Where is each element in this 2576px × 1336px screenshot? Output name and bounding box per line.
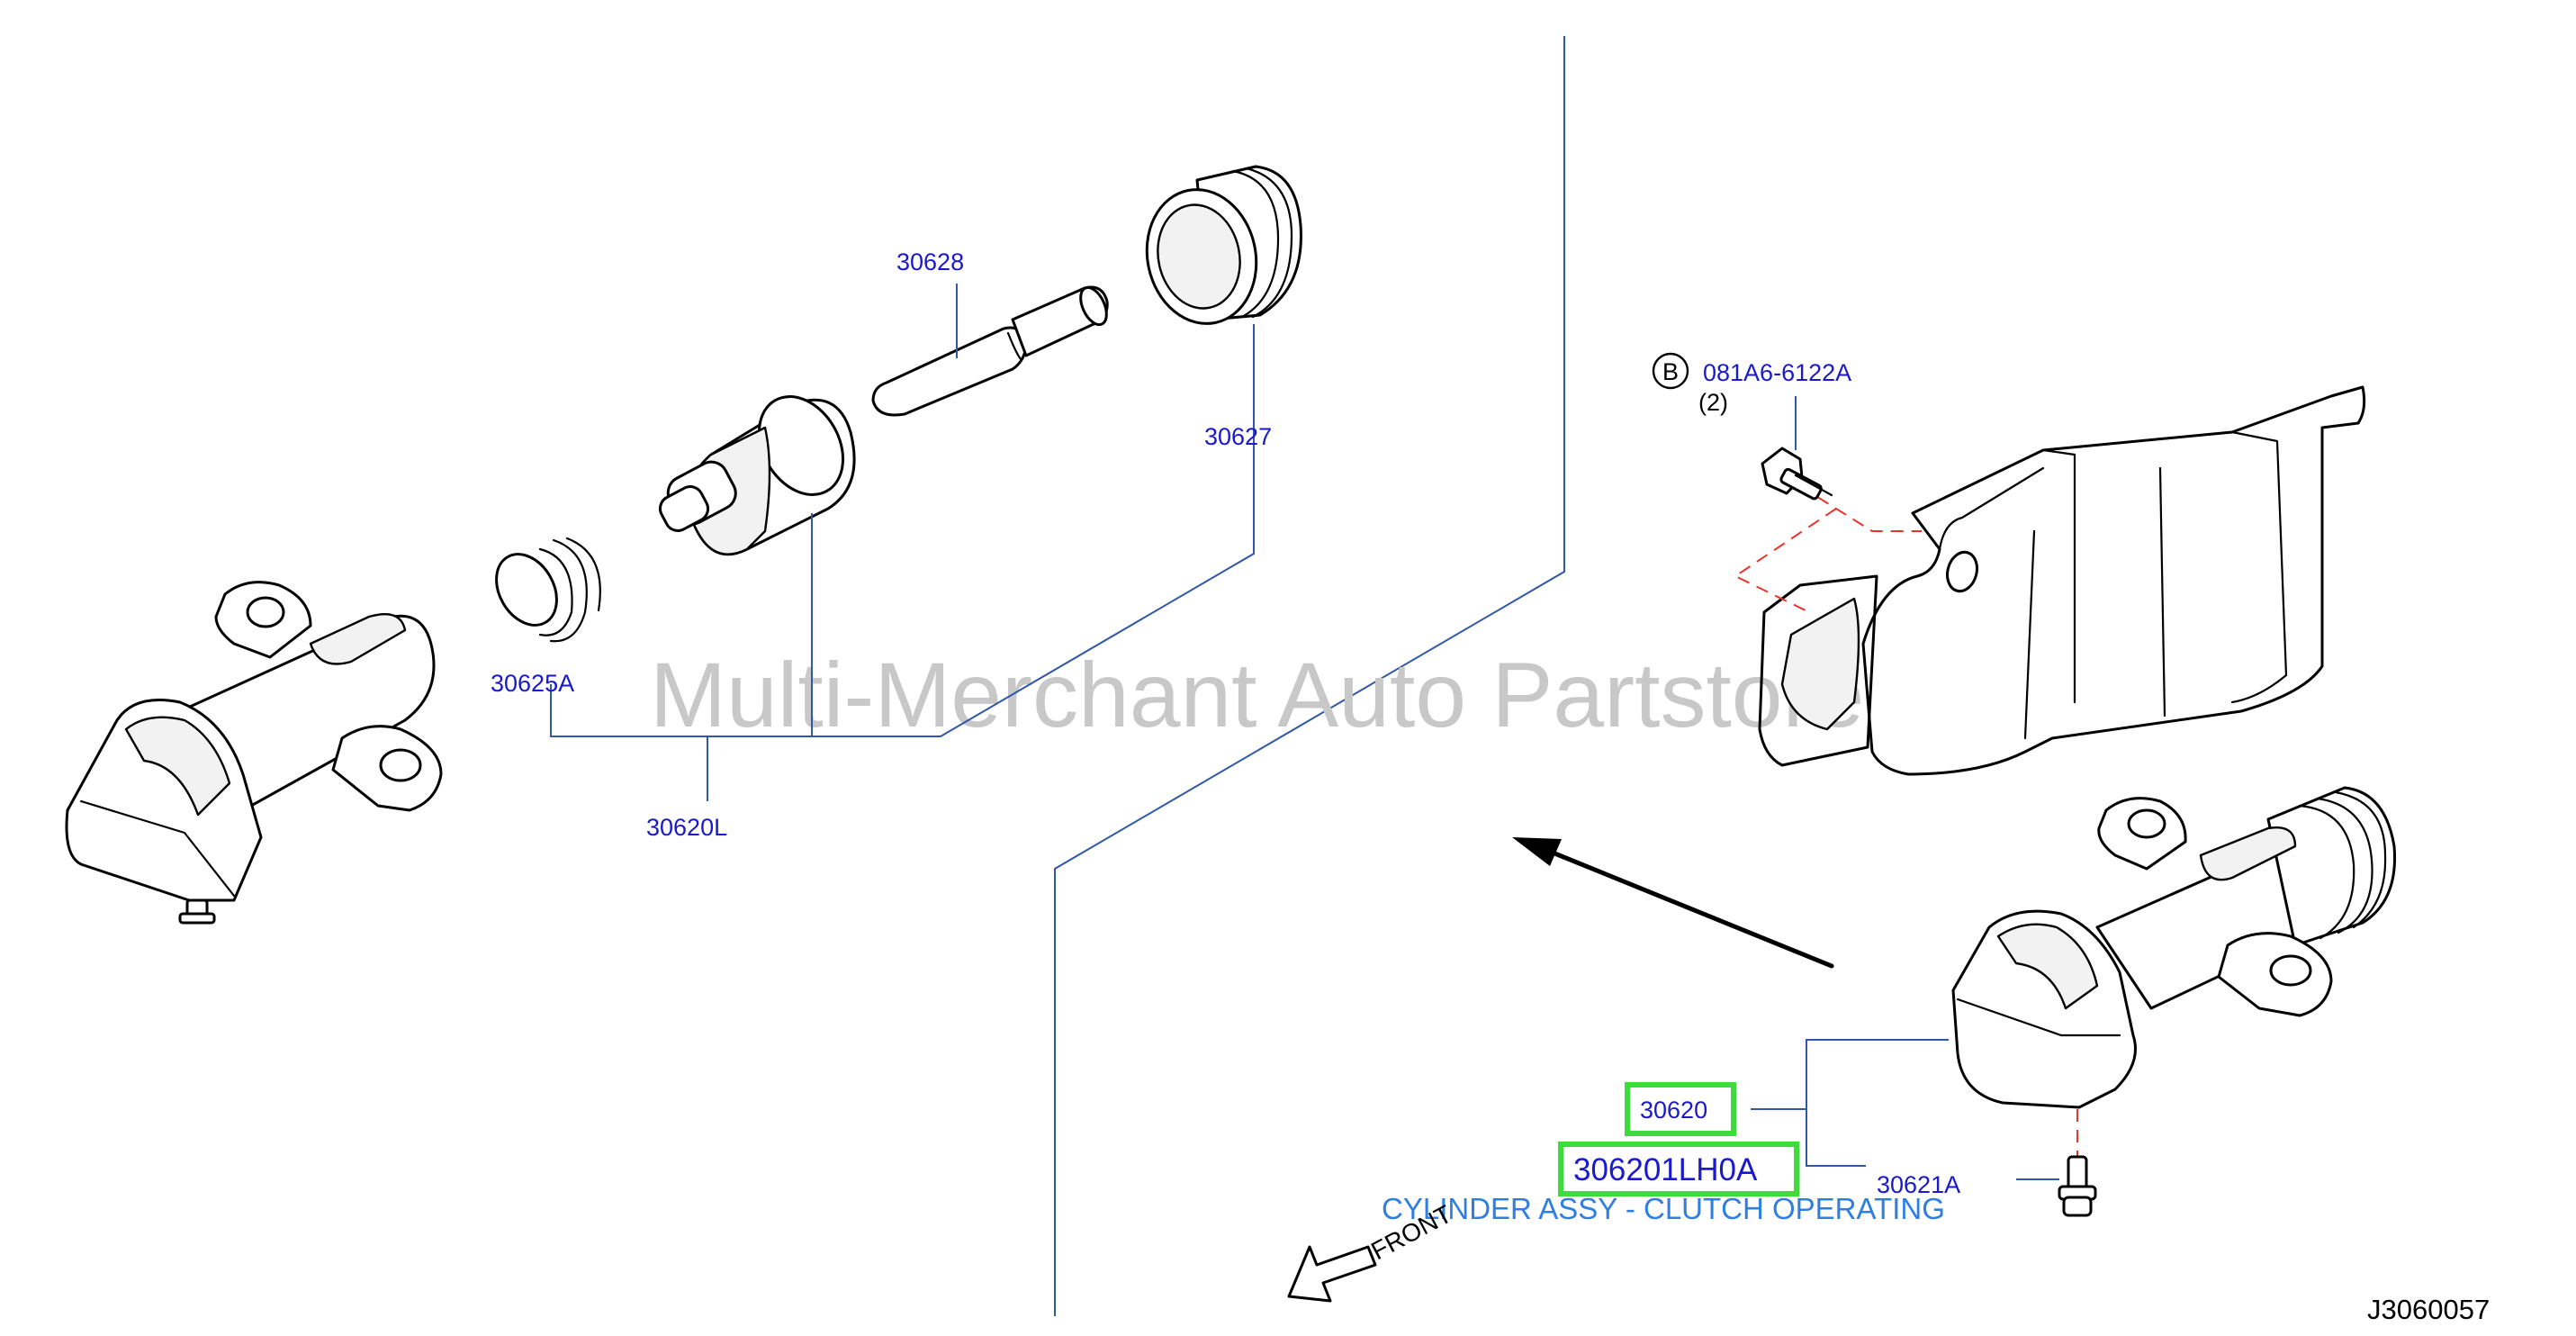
callout-30628: 30628: [896, 248, 964, 275]
boot-30625A: [495, 537, 601, 643]
dust-cover-30627: [1145, 165, 1302, 325]
bolt-081A6-6122A: [1761, 447, 1833, 501]
assembly-direction-arrow: [1512, 837, 1834, 969]
part-description: CYLINDER ASSY - CLUTCH OPERATING: [1382, 1192, 1945, 1225]
mounting-bracket: [1758, 385, 2366, 776]
bolt-quantity: (2): [1698, 389, 1728, 416]
diagram-code: J3060057: [2367, 1294, 2490, 1325]
push-rod-30628: [871, 285, 1109, 417]
installed-leader-lines: [1751, 1039, 2059, 1180]
callout-30625A: 30625A: [491, 670, 574, 697]
piston-30620L: [658, 395, 856, 556]
exploded-leader-lines: [550, 284, 1255, 801]
screw-30621A: [2058, 1155, 2097, 1217]
watermark-text: Multi-Merchant Auto Partstore: [650, 644, 1864, 746]
callout-30620: 30620: [1640, 1097, 1707, 1124]
bolt-alignment-dashes: [1733, 485, 1922, 613]
callout-081A6-6122A: 081A6-6122A: [1703, 359, 1851, 386]
bolt-badge-circle: [1652, 352, 1689, 390]
bolt-badge-letter: B: [1662, 358, 1679, 385]
highlight-box-30620: [1625, 1082, 1736, 1136]
callout-30627: 30627: [1204, 423, 1272, 450]
callout-30621A: 30621A: [1877, 1171, 1960, 1198]
callout-30620L: 30620L: [646, 814, 727, 841]
cylinder-assy-installed: [1951, 786, 2397, 1109]
front-direction-indicator: FRONT: [1287, 1200, 1456, 1303]
highlight-box-part-number: [1558, 1142, 1799, 1196]
section-divider-line: [1054, 36, 1565, 1316]
cylinder-body-exploded: [65, 581, 443, 925]
part-number-306201LH0A[interactable]: 306201LH0A: [1573, 1152, 1758, 1187]
